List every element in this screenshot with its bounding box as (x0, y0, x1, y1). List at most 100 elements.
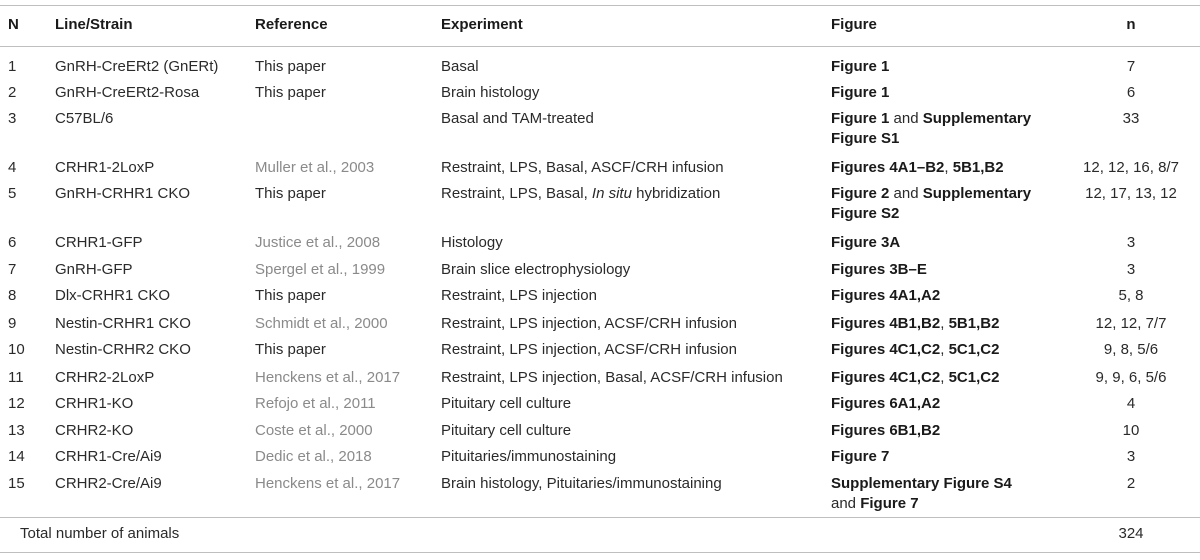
figure-ref: Figure 3A (831, 233, 900, 253)
reference: Dedic et al., 2018 (255, 448, 372, 465)
animal-count: 9, 9, 6, 5/6 (1095, 369, 1167, 386)
header-n: N (8, 16, 19, 33)
figure-link[interactable]: Supplementary (922, 110, 1032, 127)
figure-ref: Figure 1 (831, 57, 889, 77)
animal-count: 5, 8 (1118, 287, 1144, 304)
figure-link[interactable]: Figure S2 (831, 205, 900, 222)
figure-link[interactable]: Supplementary (922, 185, 1032, 202)
figure-link[interactable]: 5C1,C2 (948, 341, 1000, 358)
header-figure: Figure (831, 16, 877, 33)
line-strain: GnRH-CreERt2 (GnERt) (55, 58, 219, 75)
figure-ref: Figures 4A1–B2, 5B1,B2 (831, 158, 1004, 178)
figure-link[interactable]: Figure 3A (831, 234, 901, 251)
reference: Schmidt et al., 2000 (255, 315, 388, 332)
figure-link[interactable]: 5B1,B2 (952, 159, 1004, 176)
row-number: 15 (8, 475, 25, 492)
row-number: 10 (8, 341, 25, 358)
reference: Henckens et al., 2017 (255, 475, 401, 492)
experiment-text: Restraint, LPS injection, ACSF/CRH infus… (441, 315, 737, 332)
reference: Refojo et al., 2011 (255, 395, 376, 412)
line-strain: C57BL/6 (55, 110, 114, 127)
figure-link[interactable]: Figures 3B–E (831, 261, 927, 278)
animal-count: 7 (1126, 58, 1136, 75)
figure-link[interactable]: Figure 1 (831, 110, 890, 127)
animal-count: 3 (1126, 261, 1136, 278)
figure-joiner: and (831, 495, 861, 512)
figure-link[interactable]: Figures 6B1,B2 (831, 422, 941, 439)
row-number: 11 (8, 369, 24, 386)
figure-ref: Figures 3B–E (831, 260, 927, 280)
figure-line: Figures 4A1,A2 (831, 286, 940, 306)
figure-link[interactable]: 5B1,B2 (948, 315, 1000, 332)
header-line-strain: Line/Strain (55, 16, 133, 33)
figure-line: Figures 6B1,B2 (831, 421, 940, 441)
figure-ref: Figure 7 (831, 447, 889, 467)
header-experiment: Experiment (441, 16, 523, 33)
experiment: Restraint, LPS, Basal, In situ hybridiza… (441, 184, 720, 204)
footer-rule (0, 517, 1200, 518)
figure-link[interactable]: Supplementary Figure S4 (831, 475, 1012, 492)
line-strain: Dlx-CRHR1 CKO (55, 287, 171, 304)
figure-link[interactable]: Figure 7 (831, 448, 890, 465)
line-strain: CRHR1-2LoxP (55, 159, 155, 176)
animal-count: 2 (1126, 475, 1136, 492)
figure-line: Figures 6A1,A2 (831, 394, 940, 414)
figure-link[interactable]: Figures 4B1,B2 (831, 315, 941, 332)
figure-line: Figures 4C1,C2, 5C1,C2 (831, 340, 999, 360)
reference: Spergel et al., 1999 (255, 261, 386, 278)
experiment: Basal and TAM-treated (441, 109, 594, 129)
experiment: Brain slice electrophysiology (441, 260, 630, 280)
figure-link[interactable]: Figure S1 (831, 130, 900, 147)
figure-line: Figure 1 and Supplementary (831, 109, 1031, 129)
line-strain: CRHR1-Cre/Ai9 (55, 448, 162, 465)
figure-line: Figure S1 (831, 129, 1031, 149)
experiment: Restraint, LPS injection, ACSF/CRH infus… (441, 340, 737, 360)
experiment-text: Restraint, LPS, Basal, ASCF/CRH infusion (441, 159, 724, 176)
experiment-text: hybridization (631, 185, 721, 202)
line-strain: CRHR2-KO (55, 422, 134, 439)
figure-link[interactable]: Figure 2 (831, 185, 890, 202)
figure-link[interactable]: Figures 4A1–B2 (831, 159, 945, 176)
animal-count: 12, 17, 13, 12 (1085, 185, 1177, 202)
figure-link[interactable]: 5C1,C2 (948, 369, 1000, 386)
experiment-text: In situ (591, 185, 632, 202)
figure-link[interactable]: Figure 7 (860, 495, 919, 512)
figure-ref: Figures 4C1,C2, 5C1,C2 (831, 340, 999, 360)
experiment: Restraint, LPS injection, Basal, ACSF/CR… (441, 368, 783, 388)
top-rule (0, 5, 1200, 6)
figure-ref: Figures 6A1,A2 (831, 394, 940, 414)
reference: Henckens et al., 2017 (255, 369, 401, 386)
line-strain: GnRH-CreERt2-Rosa (55, 84, 200, 101)
experiment-text: Pituitaries/immunostaining (441, 448, 617, 465)
line-strain: CRHR1-GFP (55, 234, 143, 251)
animal-count: 6 (1126, 84, 1136, 101)
experiment-text: Restraint, LPS injection (441, 287, 597, 304)
figure-line: and Figure 7 (831, 494, 1012, 514)
row-number: 3 (8, 110, 17, 127)
figure-joiner: , (940, 341, 949, 358)
row-number: 13 (8, 422, 25, 439)
figure-link[interactable]: Figure 1 (831, 58, 890, 75)
experiment-text: Restraint, LPS injection, ACSF/CRH infus… (441, 341, 737, 358)
row-number: 8 (8, 287, 17, 304)
experiment-text: Restraint, LPS, Basal, (441, 185, 592, 202)
experiment: Brain histology (441, 83, 539, 103)
total-value: 324 (1118, 525, 1144, 542)
figure-link[interactable]: Figures 6A1,A2 (831, 395, 941, 412)
row-number: 6 (8, 234, 17, 251)
figure-link[interactable]: Figures 4A1,A2 (831, 287, 941, 304)
experiment-text: Brain histology (441, 84, 540, 101)
figure-line: Figures 3B–E (831, 260, 927, 280)
figure-line: Figure 2 and Supplementary (831, 184, 1031, 204)
figure-link[interactable]: Figures 4C1,C2 (831, 341, 941, 358)
row-number: 5 (8, 185, 17, 202)
figure-line: Figure S2 (831, 204, 1031, 224)
row-number: 2 (8, 84, 17, 101)
figure-link[interactable]: Figures 4C1,C2 (831, 369, 941, 386)
reference: This paper (255, 185, 326, 202)
header-rule (0, 46, 1200, 47)
figure-ref: Figures 6B1,B2 (831, 421, 940, 441)
figure-link[interactable]: Figure 1 (831, 84, 890, 101)
